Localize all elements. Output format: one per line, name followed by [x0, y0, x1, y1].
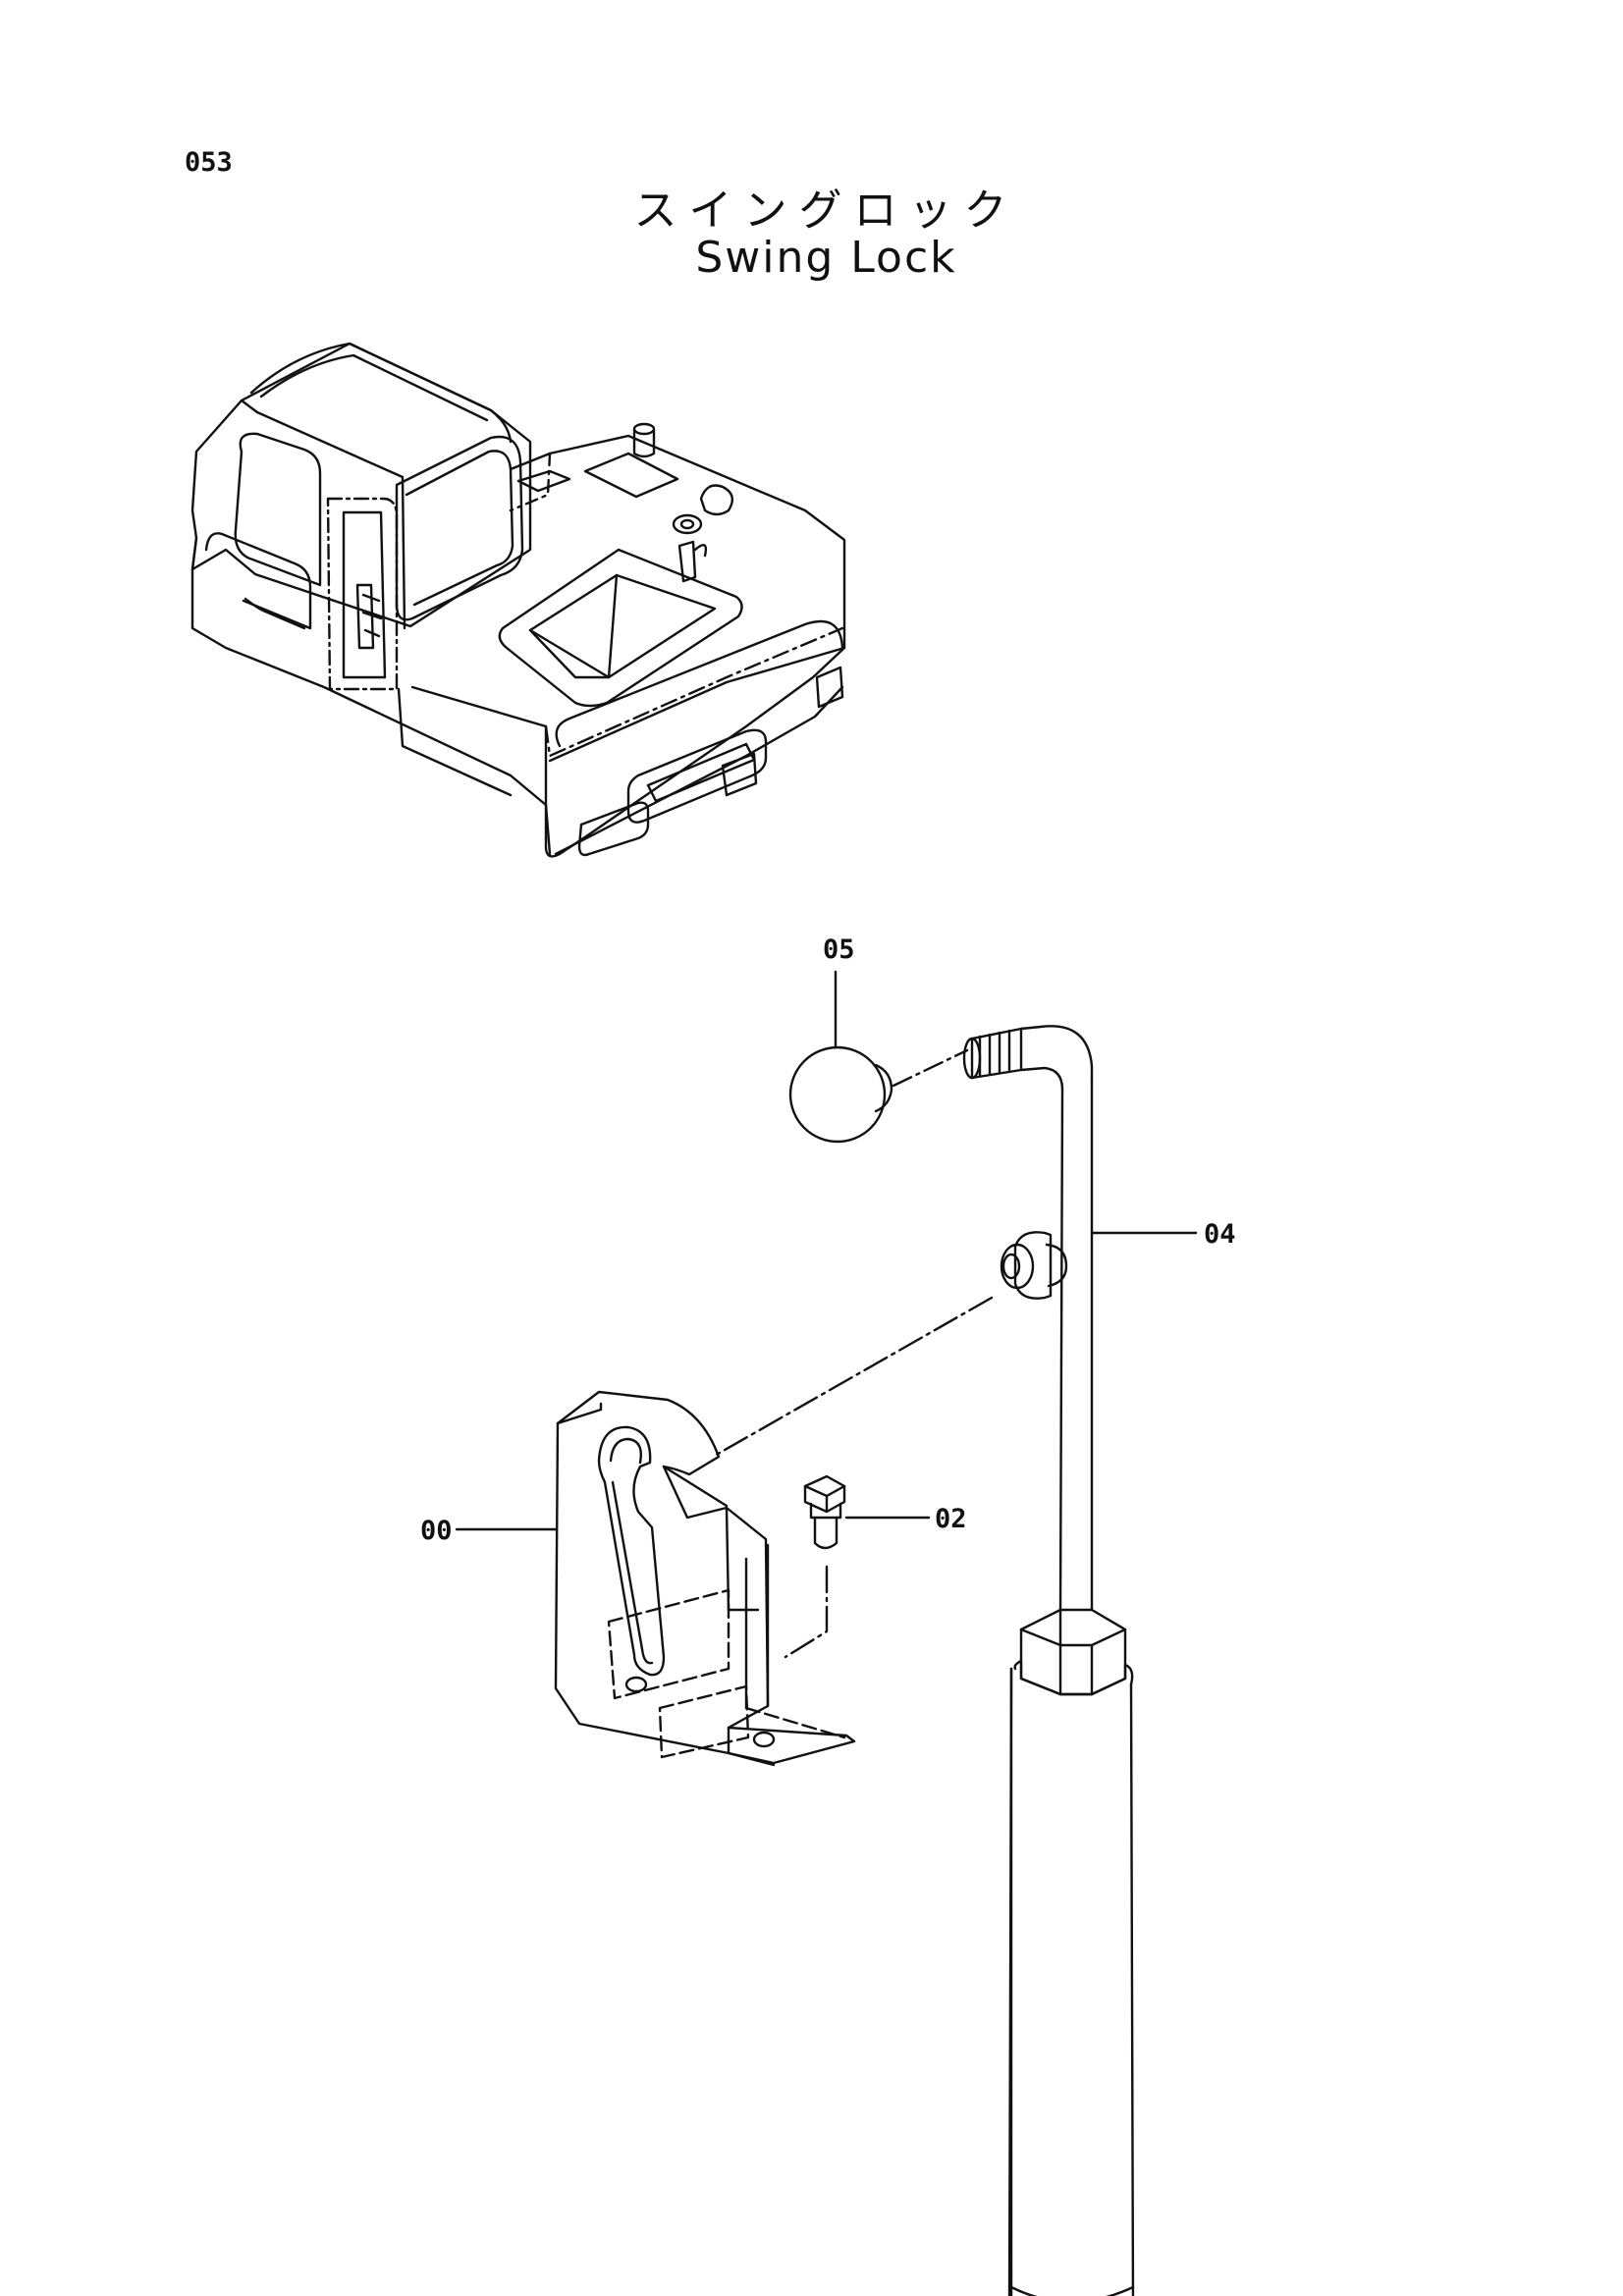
part-05-knob	[788, 1045, 893, 1144]
callout-05: 05	[823, 934, 855, 965]
callout-00: 00	[420, 1516, 453, 1546]
part-04-lever	[962, 1025, 1135, 2296]
assembly-line-05-04	[892, 1048, 969, 1088]
excavator-overview-illustration	[190, 342, 846, 858]
page-number: 053	[185, 147, 233, 178]
callout-04: 04	[1204, 1219, 1236, 1250]
part-00-bracket	[554, 1390, 856, 1767]
assembly-line-02-00	[784, 1565, 829, 1659]
callout-02: 02	[935, 1504, 967, 1534]
title-japanese: スイングロック	[633, 186, 1019, 236]
part-02-bolt	[803, 1474, 846, 1550]
title-english: Swing Lock	[695, 233, 957, 283]
assembly-line-04-00	[711, 1296, 994, 1459]
